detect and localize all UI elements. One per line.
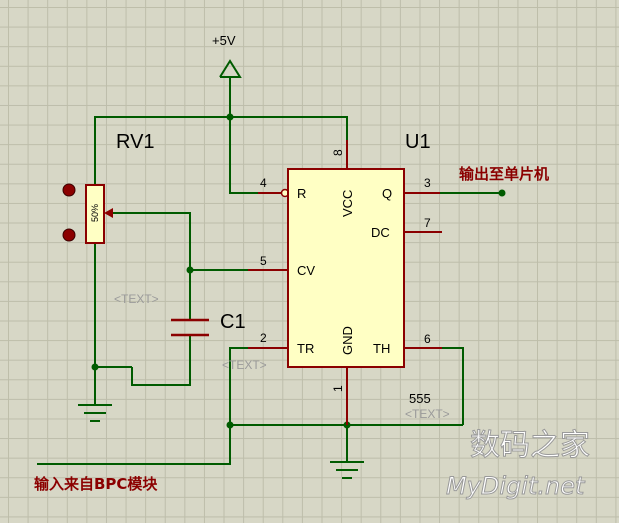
- ic-body: [287, 168, 405, 368]
- wire-pot-wiper: [109, 212, 191, 270]
- pot-wiper-arrow-icon: [104, 208, 113, 218]
- pin-dc-number: 7: [424, 216, 431, 230]
- pin-th-name: TH: [373, 341, 390, 356]
- ground-symbol-ic: [330, 461, 364, 479]
- watermark-en: MyDigit.net: [446, 472, 586, 500]
- junction-dot: [226, 421, 234, 429]
- power-label: +5V: [212, 33, 236, 48]
- junction-dot: [498, 189, 506, 197]
- wire-5v-to-reset: [229, 77, 282, 194]
- power-5v-symbol[interactable]: +5V: [212, 33, 242, 78]
- wire-cap-bottom: [131, 335, 191, 386]
- tr-text-placeholder: <TEXT>: [222, 358, 267, 372]
- capacitor-c1[interactable]: C1 <TEXT>: [114, 292, 246, 337]
- watermark: 数码之家 MyDigit.net: [446, 428, 591, 501]
- pin-q-number: 3: [424, 176, 431, 190]
- cap-ref: C1: [220, 311, 246, 333]
- pin-tr-name: TR: [297, 341, 314, 356]
- pot-value: 50%: [90, 204, 100, 222]
- power-arrow-icon: [219, 59, 242, 78]
- junctions: [91, 113, 506, 429]
- pin-q-name: Q: [382, 186, 392, 201]
- ic-text-placeholder: <TEXT>: [405, 407, 450, 421]
- pin-dc-name: DC: [371, 225, 390, 240]
- pot-decrease-button[interactable]: [62, 228, 76, 242]
- junction-dot: [91, 363, 99, 371]
- pin-gnd-name: GND: [340, 326, 355, 355]
- pot-body: [85, 184, 105, 244]
- output-net-label: 输出至单片机: [459, 165, 549, 183]
- wire-5v-bus: [94, 116, 348, 185]
- pin-th-number: 6: [424, 332, 431, 346]
- ic-part: 555: [409, 391, 431, 406]
- input-net-label: 输入来自BPC模块: [34, 475, 158, 493]
- ground-symbol-left: [78, 404, 112, 422]
- pin-vcc-number: 8: [331, 149, 345, 156]
- junction-dot: [226, 113, 234, 121]
- pin-gnd-number: 1: [331, 385, 345, 392]
- pot-ref: RV1: [116, 131, 155, 153]
- cap-text-placeholder: <TEXT>: [114, 292, 159, 306]
- pin-vcc-name: VCC: [340, 190, 355, 217]
- pin-cv-name: CV: [297, 263, 315, 278]
- pin-r-name: R: [297, 186, 306, 201]
- junction-dot: [186, 266, 194, 274]
- ic-555-u1[interactable]: R CV TR Q DC TH VCC GND 4 5 2 3 7 6 8 1 …: [248, 131, 450, 425]
- pin-r-number: 4: [260, 176, 267, 190]
- pot-increase-button[interactable]: [62, 183, 76, 197]
- pin-tr-number: 2: [260, 331, 267, 345]
- ic-ref: U1: [405, 131, 431, 153]
- pin-cv-number: 5: [260, 254, 267, 268]
- potentiometer-rv1[interactable]: 50% RV1: [62, 131, 155, 244]
- watermark-cn: 数码之家: [470, 428, 590, 463]
